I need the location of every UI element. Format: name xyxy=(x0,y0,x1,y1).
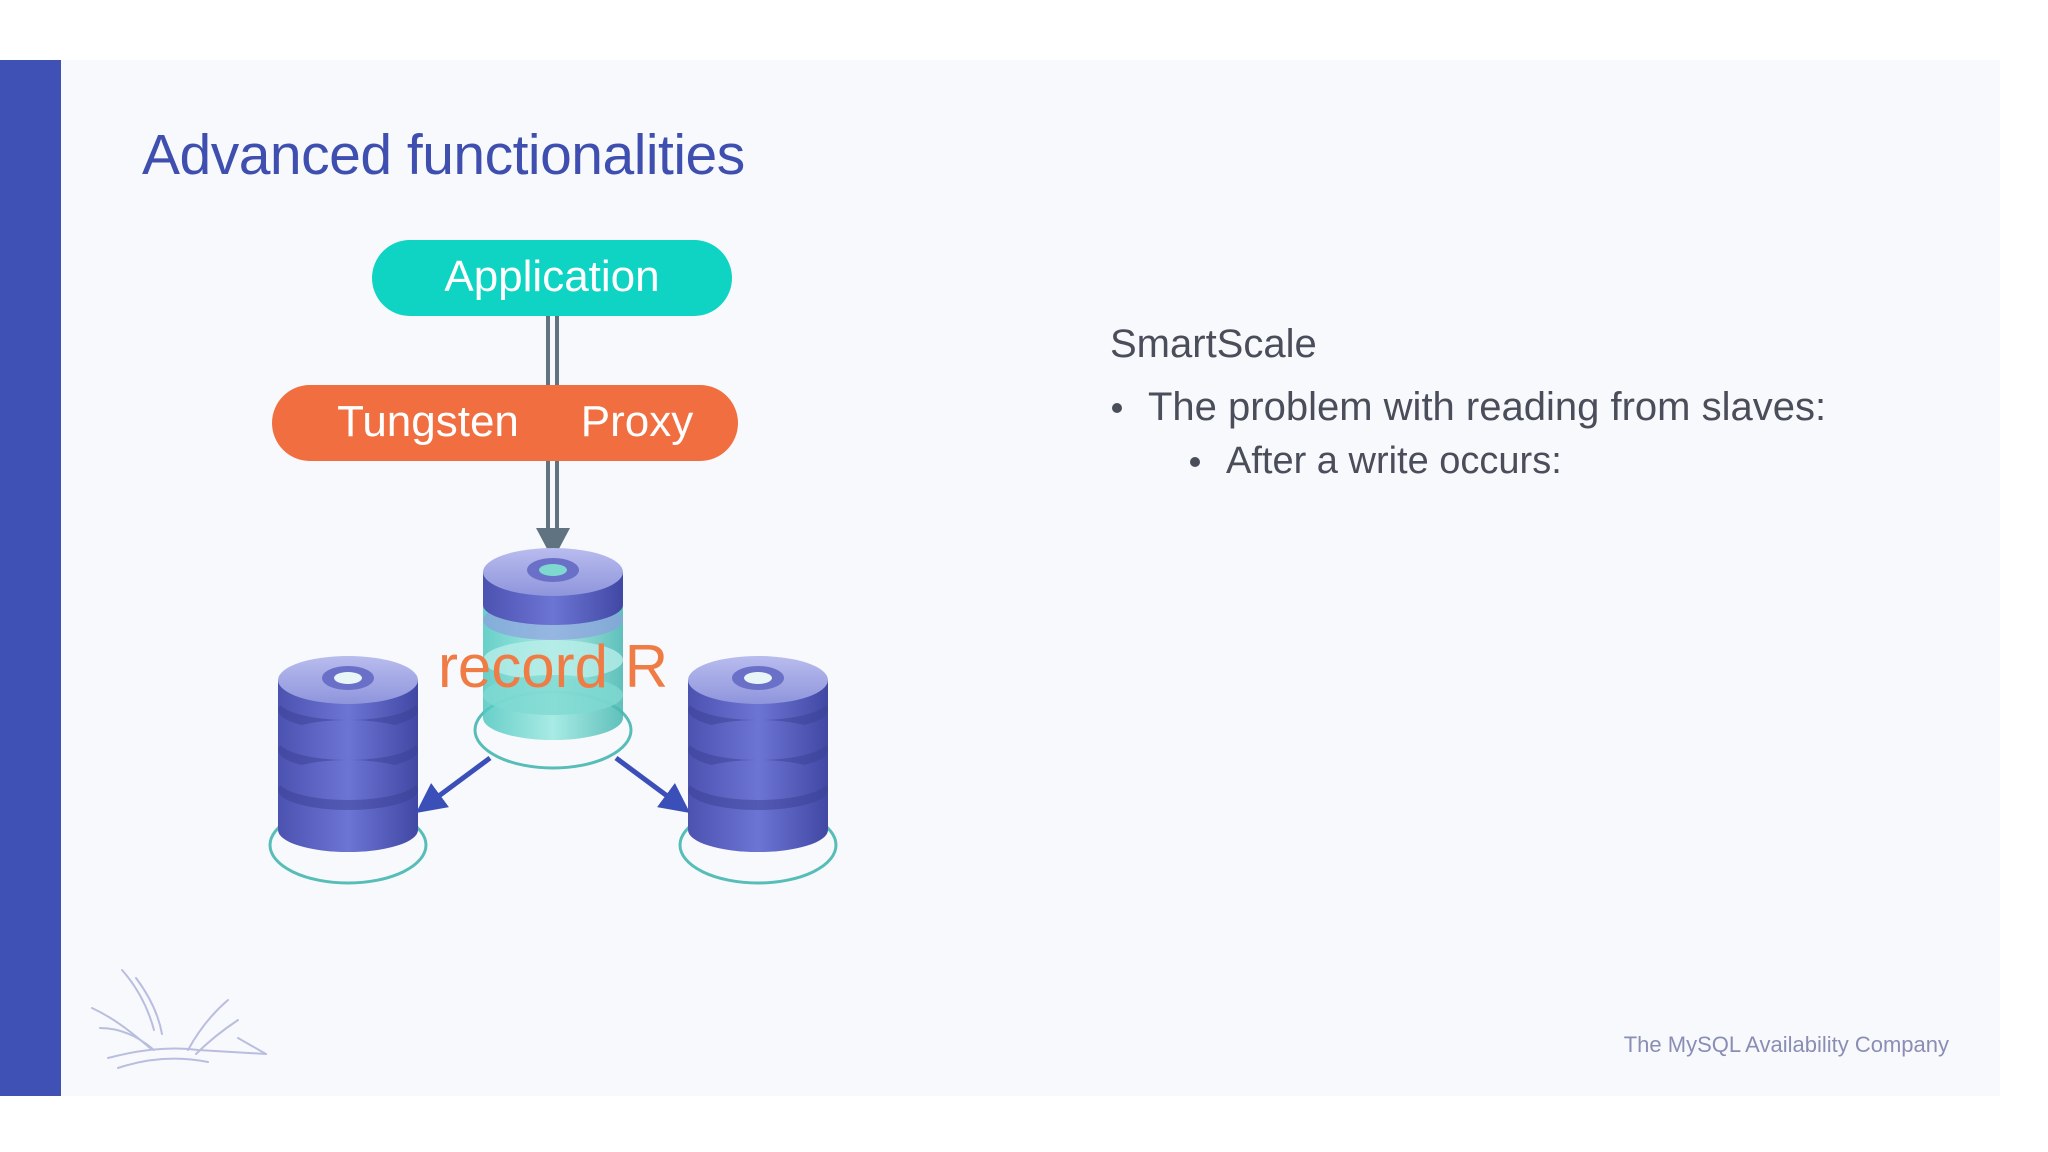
application-label: Application xyxy=(444,252,659,301)
accent-bar xyxy=(0,60,61,1096)
proxy-label-right: Proxy xyxy=(581,397,693,446)
proxy-label-left: Tungsten xyxy=(337,397,519,446)
bullet-text: The problem with reading from slaves: xyxy=(1148,385,1827,429)
tungsten-proxy-node: Tungsten Proxy xyxy=(272,385,738,461)
footer-tagline: The MySQL Availability Company xyxy=(1623,1032,1949,1057)
replica-database-left xyxy=(268,656,428,885)
content-heading: SmartScale xyxy=(1110,322,1317,366)
bullet-content: SmartScale The problem with reading from… xyxy=(1110,322,1826,483)
master-database xyxy=(473,548,633,770)
sub-bullet-text: After a write occurs: xyxy=(1226,440,1562,482)
company-logo-icon xyxy=(91,969,267,1069)
bullet-dot-icon xyxy=(1190,456,1200,467)
sub-bullet-item: After a write occurs: xyxy=(1110,440,1826,483)
slide: Advanced functionalities xyxy=(0,60,2000,1096)
proxy-to-master-arrow xyxy=(536,461,570,560)
application-node: Application xyxy=(372,240,732,316)
slide-title: Advanced functionalities xyxy=(142,123,745,187)
replication-arrow-right xyxy=(614,755,691,813)
bullet-item: The problem with reading from slaves: xyxy=(1110,385,1826,430)
bullet-list: The problem with reading from slaves: Af… xyxy=(1110,385,1826,483)
record-label: record R xyxy=(438,633,668,700)
replication-arrow-left xyxy=(415,755,492,813)
architecture-diagram: Application Tungsten Proxy xyxy=(268,240,838,885)
bullet-dot-icon xyxy=(1112,402,1122,413)
app-to-proxy-connector xyxy=(546,316,559,386)
replica-database-right xyxy=(678,656,838,885)
